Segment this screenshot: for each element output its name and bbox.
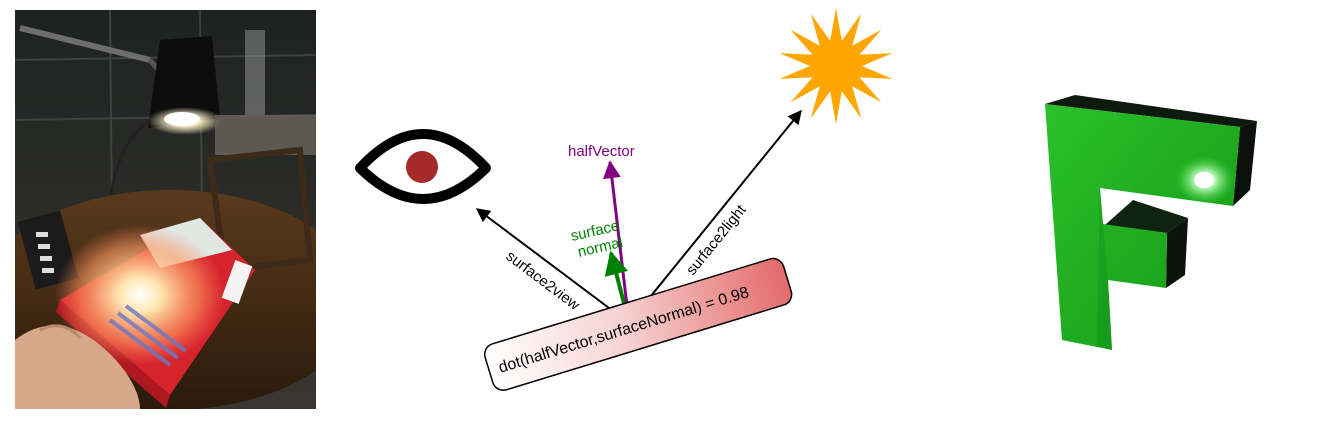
sun-icon <box>779 8 893 124</box>
photo-lamp-and-book <box>15 10 316 409</box>
surface-to-view-arrow <box>475 208 630 324</box>
surface-to-light-arrow <box>628 109 802 324</box>
half-vector-label: halfVector <box>568 143 635 160</box>
half-vector-arrow <box>602 160 631 324</box>
surface-to-light-label: surface2light <box>683 201 750 278</box>
eye-icon <box>355 129 491 204</box>
shaded-f-render <box>1045 95 1257 350</box>
